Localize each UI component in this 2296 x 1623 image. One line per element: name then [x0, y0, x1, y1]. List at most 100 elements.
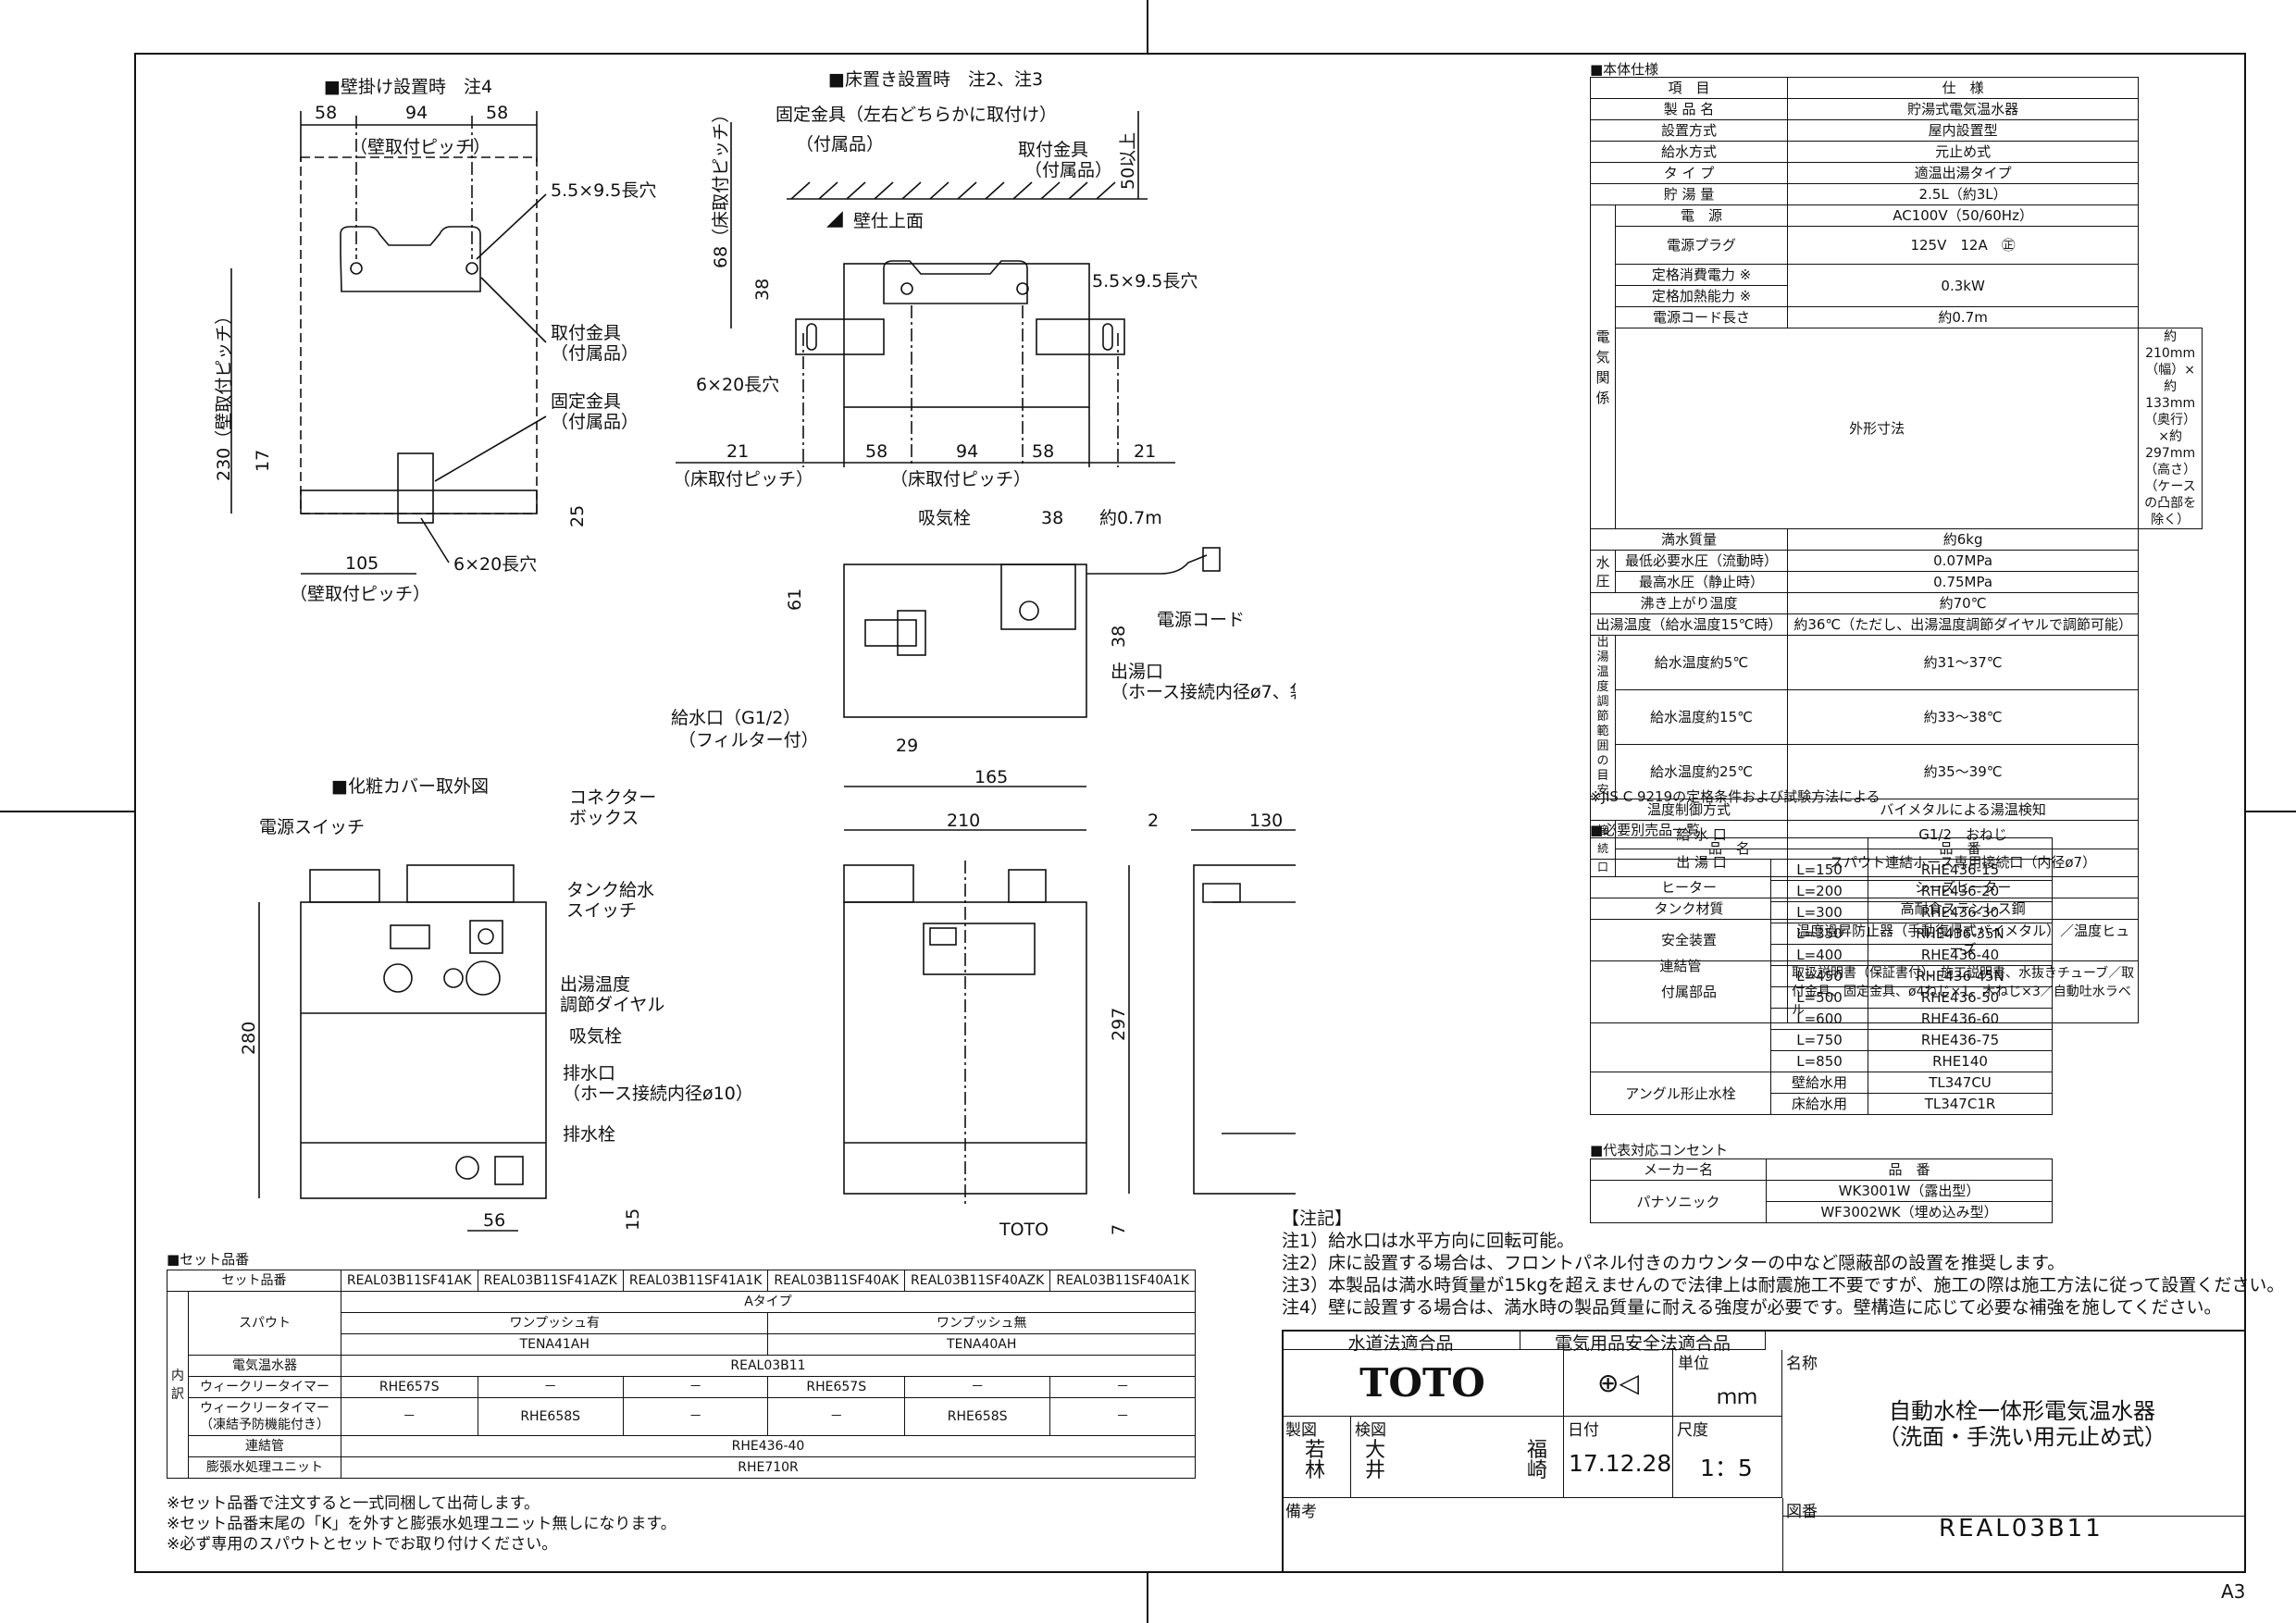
floor-dim-21b: 21	[1134, 441, 1156, 462]
set-side-label: 内訳	[167, 1291, 189, 1479]
table-cell: L=350	[1770, 923, 1868, 945]
unit-label: 単位	[1678, 1355, 1709, 1373]
table-cell: RHE657S	[341, 1376, 478, 1398]
table-cell: RHE436-60	[1868, 1008, 2053, 1030]
table-cell: TL347CU	[1868, 1072, 2053, 1094]
spec-row-value: 約36℃（ただし、出湯温度調節ダイヤルで調節可能）	[1786, 613, 2140, 636]
name-line1: 自動水栓一体形電気温水器	[1889, 1398, 2155, 1424]
date-label: 日付	[1568, 1421, 1599, 1440]
top-outlet-sub: （ホース接続内径ø7、袋ナットG1/2）	[1111, 682, 1296, 702]
scale-value: 1：5	[1700, 1455, 1753, 1481]
top-cord: 電源コード	[1157, 610, 1245, 630]
top-view: 吸気栓 38 約0.7m 61 電源コード 38 出湯口 （ホース接続内径ø7、…	[671, 508, 1296, 787]
cover-power-switch: 電源スイッチ	[259, 817, 365, 837]
cover-connector2: ボックス	[569, 808, 639, 828]
note-item: 注2）床に設置する場合は、フロントパネル付きのカウンターの中など隠蔽部の設置を推…	[1282, 1253, 2066, 1273]
table-cell: 品 番	[1766, 1158, 2053, 1181]
spec-row-value: 125V 12A ㊣	[1786, 226, 2140, 265]
spec-row-value: 約70℃	[1786, 592, 2140, 614]
spec-row-label: 給水温度約25℃	[1615, 744, 1788, 799]
name-label: 名称	[1786, 1355, 1818, 1373]
floor-dim-94: 94	[956, 441, 978, 462]
wall-pitch: （壁取付ピッチ）	[350, 137, 490, 157]
spec-row-label: 外形寸法	[1614, 328, 2140, 529]
label: ※セット品番末尾の「K」を外すと膨張水処理ユニット無しになります。	[167, 1515, 676, 1533]
side-d2: 2	[1148, 811, 1159, 831]
top-inlet: 給水口（G1/2）	[671, 708, 800, 728]
label	[1282, 1330, 2246, 1573]
table-cell: RHE140	[1868, 1050, 2053, 1072]
table-cell: RHE657S	[767, 1376, 905, 1398]
table-cell: セット品番	[167, 1270, 341, 1292]
wall-title: ■壁掛け設置時 注4	[324, 77, 492, 97]
table-cell: 膨張水処理ユニット	[188, 1456, 341, 1479]
parts-title: ■必要別売品一覧	[1590, 822, 1701, 838]
table-cell: メーカー名	[1590, 1158, 1767, 1181]
label	[1782, 1498, 1784, 1573]
spec-row-label: 最低必要水圧（流動時）	[1615, 550, 1788, 572]
floor-dim-50: 50以上	[1118, 132, 1138, 190]
spec-row-label: 定格消費電力 ※	[1615, 264, 1788, 286]
table-cell: RHE436-40	[1868, 944, 2053, 966]
spec-row-label: 定格加熱能力 ※	[1615, 285, 1788, 307]
technical-drawings: ■壁掛け設置時 注4 58 94 58 （壁取付ピッチ） 230（壁取付ピッチ）…	[214, 69, 1296, 1240]
spec-row-label: 電源コード長さ	[1615, 306, 1788, 328]
top-intake: 吸気栓	[918, 508, 971, 528]
table-cell: －	[1049, 1397, 1196, 1436]
table-cell: L=200	[1770, 880, 1868, 902]
spec-title: ■本体仕様	[1590, 61, 1659, 78]
front-toto: TOTO	[999, 1220, 1049, 1240]
date-value: 17.12.28	[1569, 1450, 1672, 1477]
spec-elec-label: 電気関係	[1590, 204, 1616, 529]
front-d7: 7	[1109, 1224, 1129, 1235]
cover-d15: 15	[623, 1208, 643, 1231]
table-cell: L=750	[1770, 1029, 1868, 1051]
table-cell: RHE436-50	[1868, 986, 2053, 1009]
cover-drain-plug: 排水栓	[563, 1124, 615, 1145]
floor-bracket: 取付金具	[1018, 140, 1088, 160]
wall-dim-105: 105	[345, 553, 379, 574]
table-cell: L=300	[1770, 901, 1868, 923]
floor-fixing-sub: （付属品）	[796, 134, 884, 155]
cover-title: ■化粧カバー取外図	[331, 776, 489, 797]
spec-row-label: 給水温度約5℃	[1615, 635, 1788, 690]
spec-row-value: 元止め式	[1786, 141, 2140, 163]
spec-row-value: 約0.7m	[1786, 306, 2140, 328]
table-cell: L=450	[1770, 965, 1868, 987]
label	[1673, 1350, 1782, 1417]
scale-label: 尺度	[1677, 1421, 1708, 1440]
spec-row-label: 温度制御方式	[1590, 799, 1788, 821]
table-cell: WF3002WK（埋め込み型）	[1766, 1201, 2053, 1223]
spec-press-label: 水圧	[1590, 550, 1616, 593]
label: ※必ず専用のスパウトとセットでお取り付けください。	[167, 1535, 558, 1554]
table-cell: REAL03B11SF40A1K	[1049, 1270, 1196, 1292]
table-cell: L=500	[1770, 986, 1868, 1009]
cert-water: 水道法適合品	[1282, 1330, 1520, 1354]
table-cell: L=150	[1770, 859, 1868, 881]
parts-valve-label: アングル形止水栓	[1590, 1072, 1771, 1115]
spec-row-value: バイメタルによる湯温検知	[1786, 799, 2140, 821]
top-d61: 61	[785, 588, 805, 611]
table-cell: TENA40AH	[767, 1333, 1196, 1356]
table-cell: －	[903, 1376, 1051, 1398]
spec-row-label: 電 源	[1615, 204, 1788, 227]
spec-head-item: 項 目	[1590, 77, 1788, 99]
table-cell: RHE436-20	[1868, 880, 2053, 902]
sheet-size: A3	[2221, 1580, 2246, 1603]
note-item: 注4）壁に設置する場合は、満水時の製品質量に耐える強度が必要です。壁構造に応じて…	[1282, 1297, 2222, 1318]
wall-fixing-sub: （付属品）	[551, 412, 639, 432]
set-notes: ※セット品番で注文すると一式同梱して出荷します。 ※セット品番末尾の「K」を外す…	[167, 1493, 676, 1555]
label	[1564, 1417, 1673, 1498]
table-cell: L=400	[1770, 944, 1868, 966]
cover-tank-switch: タンク給水	[566, 880, 654, 900]
floor-fixing: 固定金具（左右どちらかに取付け）	[776, 105, 1057, 125]
spec-row-label: 給水温度約15℃	[1615, 689, 1788, 745]
spec-footnote: ※JIS C 9219の定格条件および試験方法による	[1590, 788, 1880, 805]
table-cell: ウィークリータイマー	[188, 1376, 341, 1398]
wall-slot: 5.5×9.5長穴	[551, 180, 656, 201]
drawn-by: 若林	[1305, 1439, 1326, 1482]
table-cell: RHE710R	[341, 1456, 1196, 1479]
spec-row-label: 最高水圧（静止時）	[1615, 571, 1788, 593]
spec-row-label: 出湯温度（給水温度15℃時）	[1590, 613, 1788, 636]
parts-head-no: 品 番	[1868, 837, 2053, 860]
